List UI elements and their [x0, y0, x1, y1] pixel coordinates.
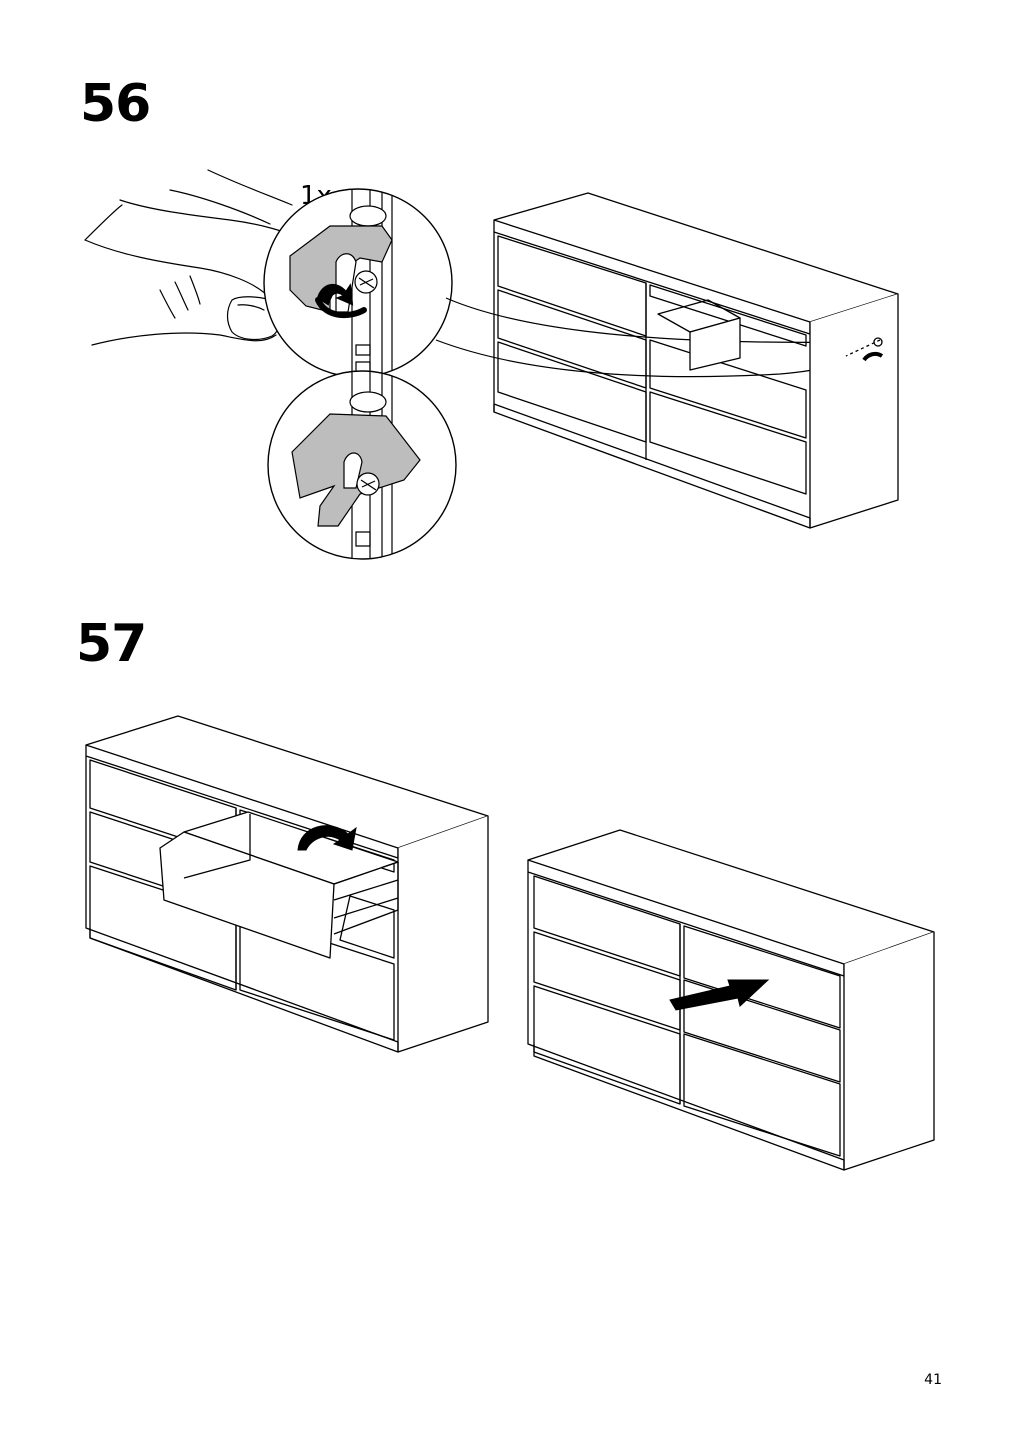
rotate-arrow-icon — [318, 285, 352, 304]
detail-callout-top — [264, 180, 452, 380]
step-number-56: 56 — [80, 74, 151, 134]
push-arrow-icon — [670, 980, 768, 1010]
step-number-57: 57 — [76, 614, 147, 674]
dresser-step-57-right — [528, 830, 934, 1170]
dresser-step-57-left — [86, 716, 488, 1052]
page-number: 41 — [924, 1372, 942, 1388]
detail-callout-bottom — [268, 365, 456, 565]
flip-arrow-icon — [298, 826, 356, 850]
dresser-step-56 — [494, 193, 898, 528]
